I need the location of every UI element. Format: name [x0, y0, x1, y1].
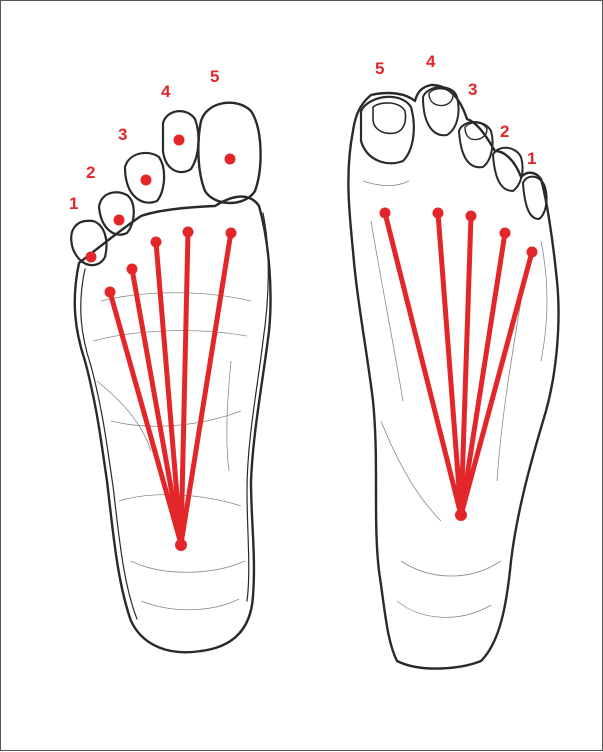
top-view-outline [348, 85, 558, 669]
top-view-toe-label-1: 1 [527, 149, 536, 168]
sole-joint-point-1 [105, 287, 116, 298]
sole-toe-label-4: 4 [161, 82, 171, 101]
sole-toe-point-3 [141, 175, 152, 186]
sole-metatarsal-line-2 [132, 269, 181, 544]
sole-joint-point-2 [127, 264, 138, 275]
top-view-toe-1 [523, 177, 547, 219]
top-view-toe-label-3: 3 [468, 80, 477, 99]
top-view-toe-5 [361, 97, 414, 163]
sole-toe-point-4 [174, 135, 185, 146]
sole-joint-point-3 [151, 237, 162, 248]
top-view-toenail-5 [373, 103, 406, 133]
sole-toe-point-1 [86, 252, 97, 263]
top-view-foot [348, 85, 558, 669]
top-view-ankle-point [455, 509, 467, 521]
top-view-joint-point-4 [433, 208, 444, 219]
sole-heel-point [175, 539, 187, 551]
sole-joint-point-5 [226, 228, 237, 239]
sole-outline-sketch [81, 269, 137, 619]
sole-toe-label-1: 1 [69, 194, 78, 213]
sole-toe-point-2 [114, 215, 125, 226]
top-view-toe-label-2: 2 [500, 122, 509, 141]
top-view-toe-labels: 5 4 3 2 1 [375, 52, 536, 168]
sole-toe-point-5 [225, 154, 236, 165]
sole-toe-label-5: 5 [210, 67, 219, 86]
sole-toe-labels: 1 2 3 4 5 [69, 67, 219, 213]
sole-toe-2 [99, 192, 134, 234]
top-view-toe-label-5: 5 [375, 59, 384, 78]
top-view-toe-label-4: 4 [426, 52, 436, 71]
sole-toe-label-3: 3 [118, 125, 127, 144]
top-view-joint-point-2 [500, 228, 511, 239]
top-view-joint-point-5 [380, 208, 391, 219]
top-view-metatarsal-lines [380, 208, 538, 522]
top-view-joint-point-3 [466, 211, 477, 222]
sole-toe-5 [198, 103, 260, 203]
top-view-joint-point-1 [527, 247, 538, 258]
sole-toe-label-2: 2 [86, 163, 95, 182]
sole-joint-point-4 [183, 227, 194, 238]
sole-view-foot [71, 103, 270, 653]
